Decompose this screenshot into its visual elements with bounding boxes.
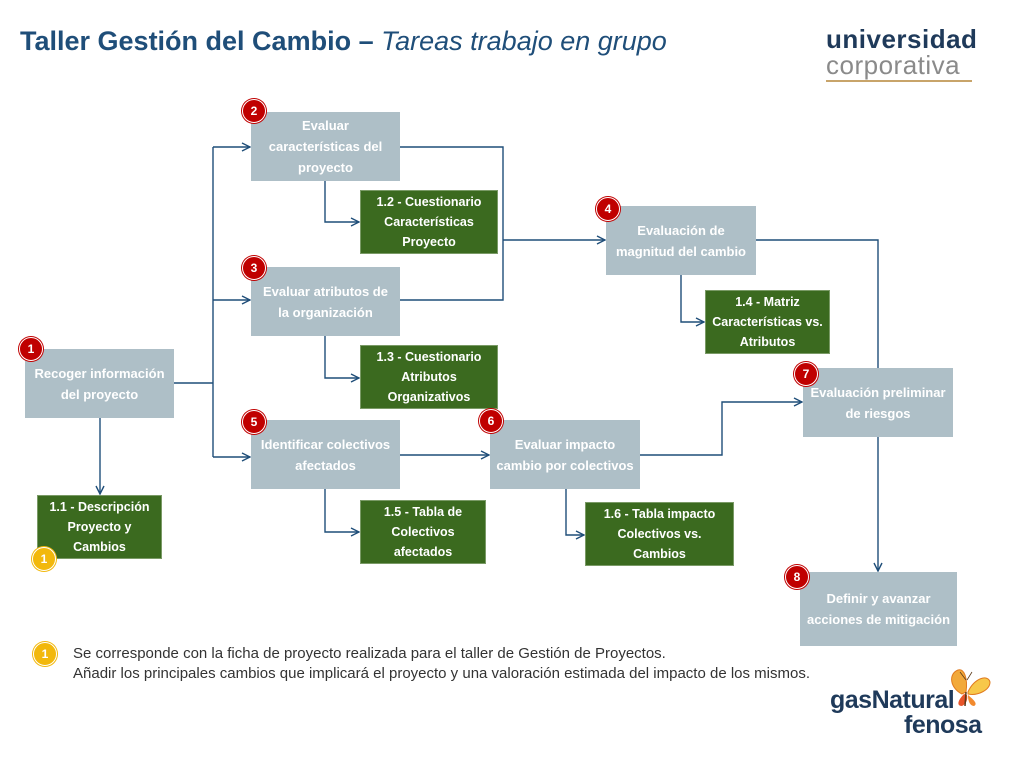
logo-underline [826,80,972,82]
title-main: Taller Gestión del Cambio – [20,26,374,56]
connector-b2-g12 [324,181,359,222]
footnote: Se corresponde con la ficha de proyecto … [73,644,873,684]
logo-line1: universidad [826,24,978,54]
connector-b6-b7 [640,402,802,456]
connector-b2-merge [400,146,504,301]
box-definir-acciones: Definir y avanzar acciones de mitigación [800,572,957,646]
box-evaluacion-magnitud: Evaluación de magnitud del cambio [606,206,756,275]
footnote-line1: Se corresponde con la ficha de proyecto … [73,645,666,662]
badge-step-6: 6 [479,409,503,433]
box-evaluar-impacto: Evaluar impacto cambio por colectivos [490,420,640,489]
box-matriz-caracteristicas: 1.4 - Matriz Características vs. Atribut… [705,290,830,354]
footnote-line2: Añadir los principales cambios que impli… [73,665,811,682]
box-identificar-colectivos: Identificar colectivos afectados [251,420,400,489]
connector-b3-g13 [324,336,359,378]
badge-step-1: 1 [19,337,43,361]
universidad-corporativa-logo: universidad corporativa [826,24,978,82]
page-title: Taller Gestión del Cambio – Tareas traba… [20,26,667,57]
box-evaluar-atributos: Evaluar atributos de la organización [251,267,400,336]
logo-word2: fenosa [904,711,982,739]
box-tabla-colectivos: 1.5 - Tabla de Colectivos afectados [360,500,486,564]
badge-note-1-footer: 1 [33,642,57,666]
box-evaluacion-riesgos: Evaluación preliminar de riesgos [803,368,953,437]
badge-step-7: 7 [794,362,818,386]
badge-step-4: 4 [596,197,620,221]
connector-b6-g16 [565,489,584,535]
box-descripcion-proyecto: 1.1 - Descripción Proyecto y Cambios [37,495,162,559]
gas-natural-fenosa-logo: gasNatural fenosa [830,664,1010,744]
butterfly-icon [951,669,991,707]
box-evaluar-caracteristicas: Evaluar características del proyecto [251,112,400,181]
logo-word1: gasNatural [830,686,955,714]
connector-b5-g15 [324,489,359,532]
box-cuestionario-caracteristicas: 1.2 - Cuestionario Características Proye… [360,190,498,254]
badge-step-5: 5 [242,410,266,434]
badge-step-3: 3 [242,256,266,280]
title-sub: Tareas trabajo en grupo [381,26,667,56]
logo-line2: corporativa [826,50,961,80]
badge-step-2: 2 [242,99,266,123]
badge-step-8: 8 [785,565,809,589]
connector-b4-g14 [680,275,704,322]
connector-b4-b8 [756,239,878,571]
box-recoger-informacion: Recoger información del proyecto [25,349,174,418]
box-tabla-impacto: 1.6 - Tabla impacto Colectivos vs. Cambi… [585,502,734,566]
box-cuestionario-atributos: 1.3 - Cuestionario Atributos Organizativ… [360,345,498,409]
badge-note-1-diagram: 1 [32,547,56,571]
